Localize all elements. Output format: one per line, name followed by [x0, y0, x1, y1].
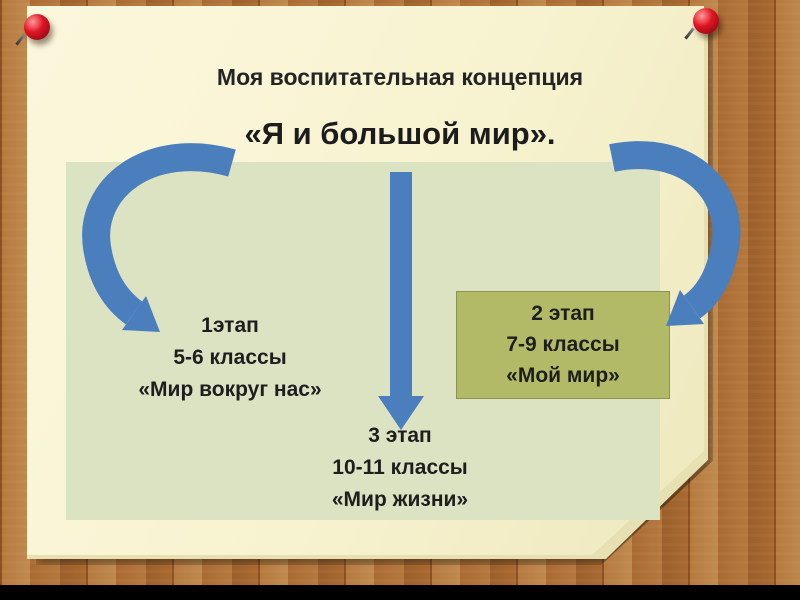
stage-2-box: 2 этап 7-9 классы «Мой мир» [456, 291, 670, 399]
stage-3-block: 3 этап 10-11 классы «Мир жизни» [250, 420, 550, 516]
stage-1-name: 1этап [201, 314, 259, 337]
stage-3-grades: 10-11 классы [332, 456, 468, 479]
push-pin-left-icon [24, 14, 50, 40]
stage-1-block: 1этап 5-6 классы «Мир вокруг нас» [95, 310, 365, 406]
bottom-bar [0, 585, 800, 600]
stage-2-grades: 7-9 классы [506, 333, 620, 356]
stage-2-name: 2 этап [531, 302, 595, 325]
stage-2-motto: «Мой мир» [506, 364, 620, 387]
stage-1-motto: «Мир вокруг нас» [138, 378, 322, 401]
push-pin-right-icon [693, 8, 719, 34]
slide-title: Моя воспитательная концепция [216, 64, 584, 90]
stage-3-name: 3 этап [368, 424, 432, 447]
stage-1-grades: 5-6 классы [173, 346, 287, 369]
stage-3-motto: «Мир жизни» [331, 488, 469, 511]
slide-subtitle: «Я и большой мир». [244, 116, 556, 151]
